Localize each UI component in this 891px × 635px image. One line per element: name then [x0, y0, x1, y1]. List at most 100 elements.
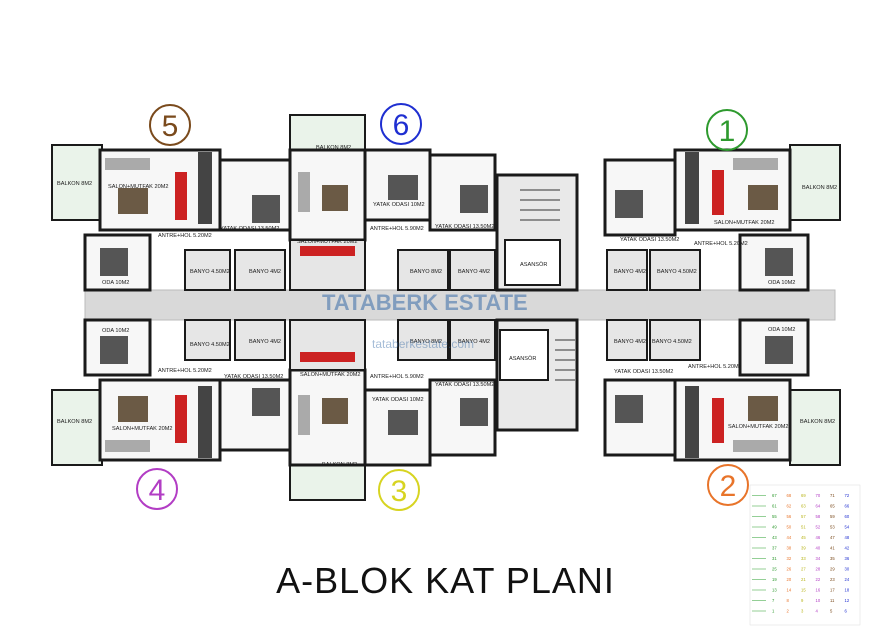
floor-table-cell: 31: [772, 556, 777, 561]
unit-1-badge: 1: [706, 109, 748, 151]
u3-yatak1-label: YATAK ODASI 10M2: [372, 397, 424, 403]
floor-table-cell: 26: [787, 567, 792, 572]
floor-table-cell: 62: [787, 504, 792, 509]
floor-table-cell: 19: [772, 577, 777, 582]
kitchen-counter: [198, 152, 212, 224]
floor-table-cell: 61: [772, 504, 777, 509]
floor-table-cell: 68: [787, 493, 792, 498]
u6-antre-label: ANTRE+HOL 5.90M2: [370, 226, 424, 232]
floor-table-cell: 1: [772, 609, 775, 614]
u4-salon-label: SALON+MUTFAK 20M2: [112, 426, 172, 432]
unit-4-plan: [51, 318, 292, 466]
balcony-3: [289, 464, 366, 501]
u3-banyo1-label: BANYO 8M2: [410, 339, 442, 345]
floor-table-cell: 72: [845, 493, 850, 498]
floor-table-cell: 25: [772, 567, 777, 572]
unit-6-number: 6: [393, 109, 410, 142]
u2-antre-label: ANTRE+HOL 5.20M2: [688, 364, 742, 370]
floor-table-cell: 65: [830, 504, 835, 509]
floor-table-cell: 21: [801, 577, 806, 582]
u5-banyo2-label: BANYO 4M2: [249, 269, 281, 275]
u6-yatak1-label: YATAK ODASI 10M2: [373, 202, 425, 208]
floor-table-cell: 37: [772, 546, 777, 551]
u5-antre-label: ANTRE+HOL 5.20M2: [158, 233, 212, 239]
floor-table-cell: 51: [801, 525, 806, 530]
floor-table-cell: 42: [845, 546, 850, 551]
floor-table-cell: 9: [801, 598, 804, 603]
u3-salon-label: SALON+MUTFAK 20M2: [300, 372, 360, 378]
u6-banyo1-label: BANYO 8M2: [410, 269, 442, 275]
unit-6-plan: [288, 114, 497, 291]
u4-banyo2-label: BANYO 4M2: [249, 339, 281, 345]
unit-1-number: 1: [719, 115, 736, 148]
u1-yatak-label: YATAK ODASI 13.50M2: [620, 237, 679, 243]
unit-1-plan: [603, 144, 841, 292]
u1-salon-label: SALON+MUTFAK 20M2: [714, 220, 774, 226]
floor-table-cell: 28: [816, 567, 821, 572]
floor-table-cell: 52: [816, 525, 821, 530]
u6-yatak2-label: YATAK ODASI 13.50M2: [435, 224, 494, 230]
floor-table-cell: 43: [772, 535, 777, 540]
floor-table-cell: 70: [816, 493, 821, 498]
floor-table-cell: 57: [801, 514, 806, 519]
u6-balkon-label: BALKON 8M2: [316, 145, 351, 151]
floor-table-cell: 22: [816, 577, 821, 582]
floor-table-cell: 20: [787, 577, 792, 582]
floor-table-cell: 4: [816, 609, 819, 614]
u4-oda-label: ODA 10M2: [102, 328, 129, 334]
u3-banyo2-label: BANYO 4M2: [458, 339, 490, 345]
u5-banyo1-label: BANYO 4.50M2: [190, 269, 230, 275]
watermark-brand: TATABERK ESTATE: [322, 290, 528, 315]
u2-banyo1-label: BANYO 4M2: [614, 339, 646, 345]
floor-table-cell: 5: [830, 609, 833, 614]
asansor-bottom-label: ASANSÖR: [509, 355, 536, 362]
floor-table-cell: 67: [772, 493, 777, 498]
balcony-6: [289, 114, 366, 151]
unit-5-plan: [51, 144, 292, 292]
balcony-2: [789, 389, 841, 466]
floor-table-cell: 47: [830, 535, 835, 540]
floor-table-cell: 10: [816, 598, 821, 603]
floor-table-cell: 3: [801, 609, 804, 614]
floor-table-cell: 2: [787, 609, 790, 614]
floor-table-cell: 54: [845, 525, 850, 530]
floor-table-cell: 64: [816, 504, 821, 509]
sofa: [105, 158, 150, 170]
floor-table-cell: 58: [816, 514, 821, 519]
floor-table-cell: 30: [845, 567, 850, 572]
unit-2-badge: 2: [707, 464, 749, 506]
floor-table-cell: 17: [830, 588, 835, 593]
floor-table-cell: 13: [772, 588, 777, 593]
floor-table-cell: 46: [816, 535, 821, 540]
u4-antre-label: ANTRE+HOL 5.20M2: [158, 368, 212, 374]
floor-table-cell: 41: [830, 546, 835, 551]
floor-table-cell: 53: [830, 525, 835, 530]
u1-antre-label: ANTRE+HOL 5.20M2: [694, 241, 748, 247]
u1-banyo1-label: BANYO 4M2: [614, 269, 646, 275]
unit-3-plan: [288, 319, 497, 501]
u5-balkon-label: BALKON 8M2: [57, 181, 92, 187]
dining-table: [175, 172, 187, 220]
balcony-5: [51, 144, 103, 221]
u4-balkon-label: BALKON 8M2: [57, 419, 92, 425]
core: [495, 173, 579, 432]
floor-table-cell: 8: [787, 598, 790, 603]
floor-table-cell: 33: [801, 556, 806, 561]
floor-table-cell: 38: [787, 546, 792, 551]
floor-table-cell: 34: [816, 556, 821, 561]
floor-table-cell: 63: [801, 504, 806, 509]
u2-balkon-label: BALKON 8M2: [800, 419, 835, 425]
floor-table-cell: 71: [830, 493, 835, 498]
floor-table-cell: 48: [845, 535, 850, 540]
u3-antre-label: ANTRE+HOL 5.90M2: [370, 374, 424, 380]
watermark-url: tataberkestate.com: [372, 337, 474, 351]
floor-table-cell: 36: [845, 556, 850, 561]
floor-table-cell: 18: [845, 588, 850, 593]
u5-salon-label: SALON+MUTFAK 20M2: [108, 184, 168, 190]
balcony-1: [789, 144, 841, 221]
unit-5-badge: 5: [149, 104, 191, 146]
bed: [100, 248, 128, 276]
unit-2-number: 2: [720, 470, 737, 503]
elevator-bottom: [499, 329, 549, 381]
